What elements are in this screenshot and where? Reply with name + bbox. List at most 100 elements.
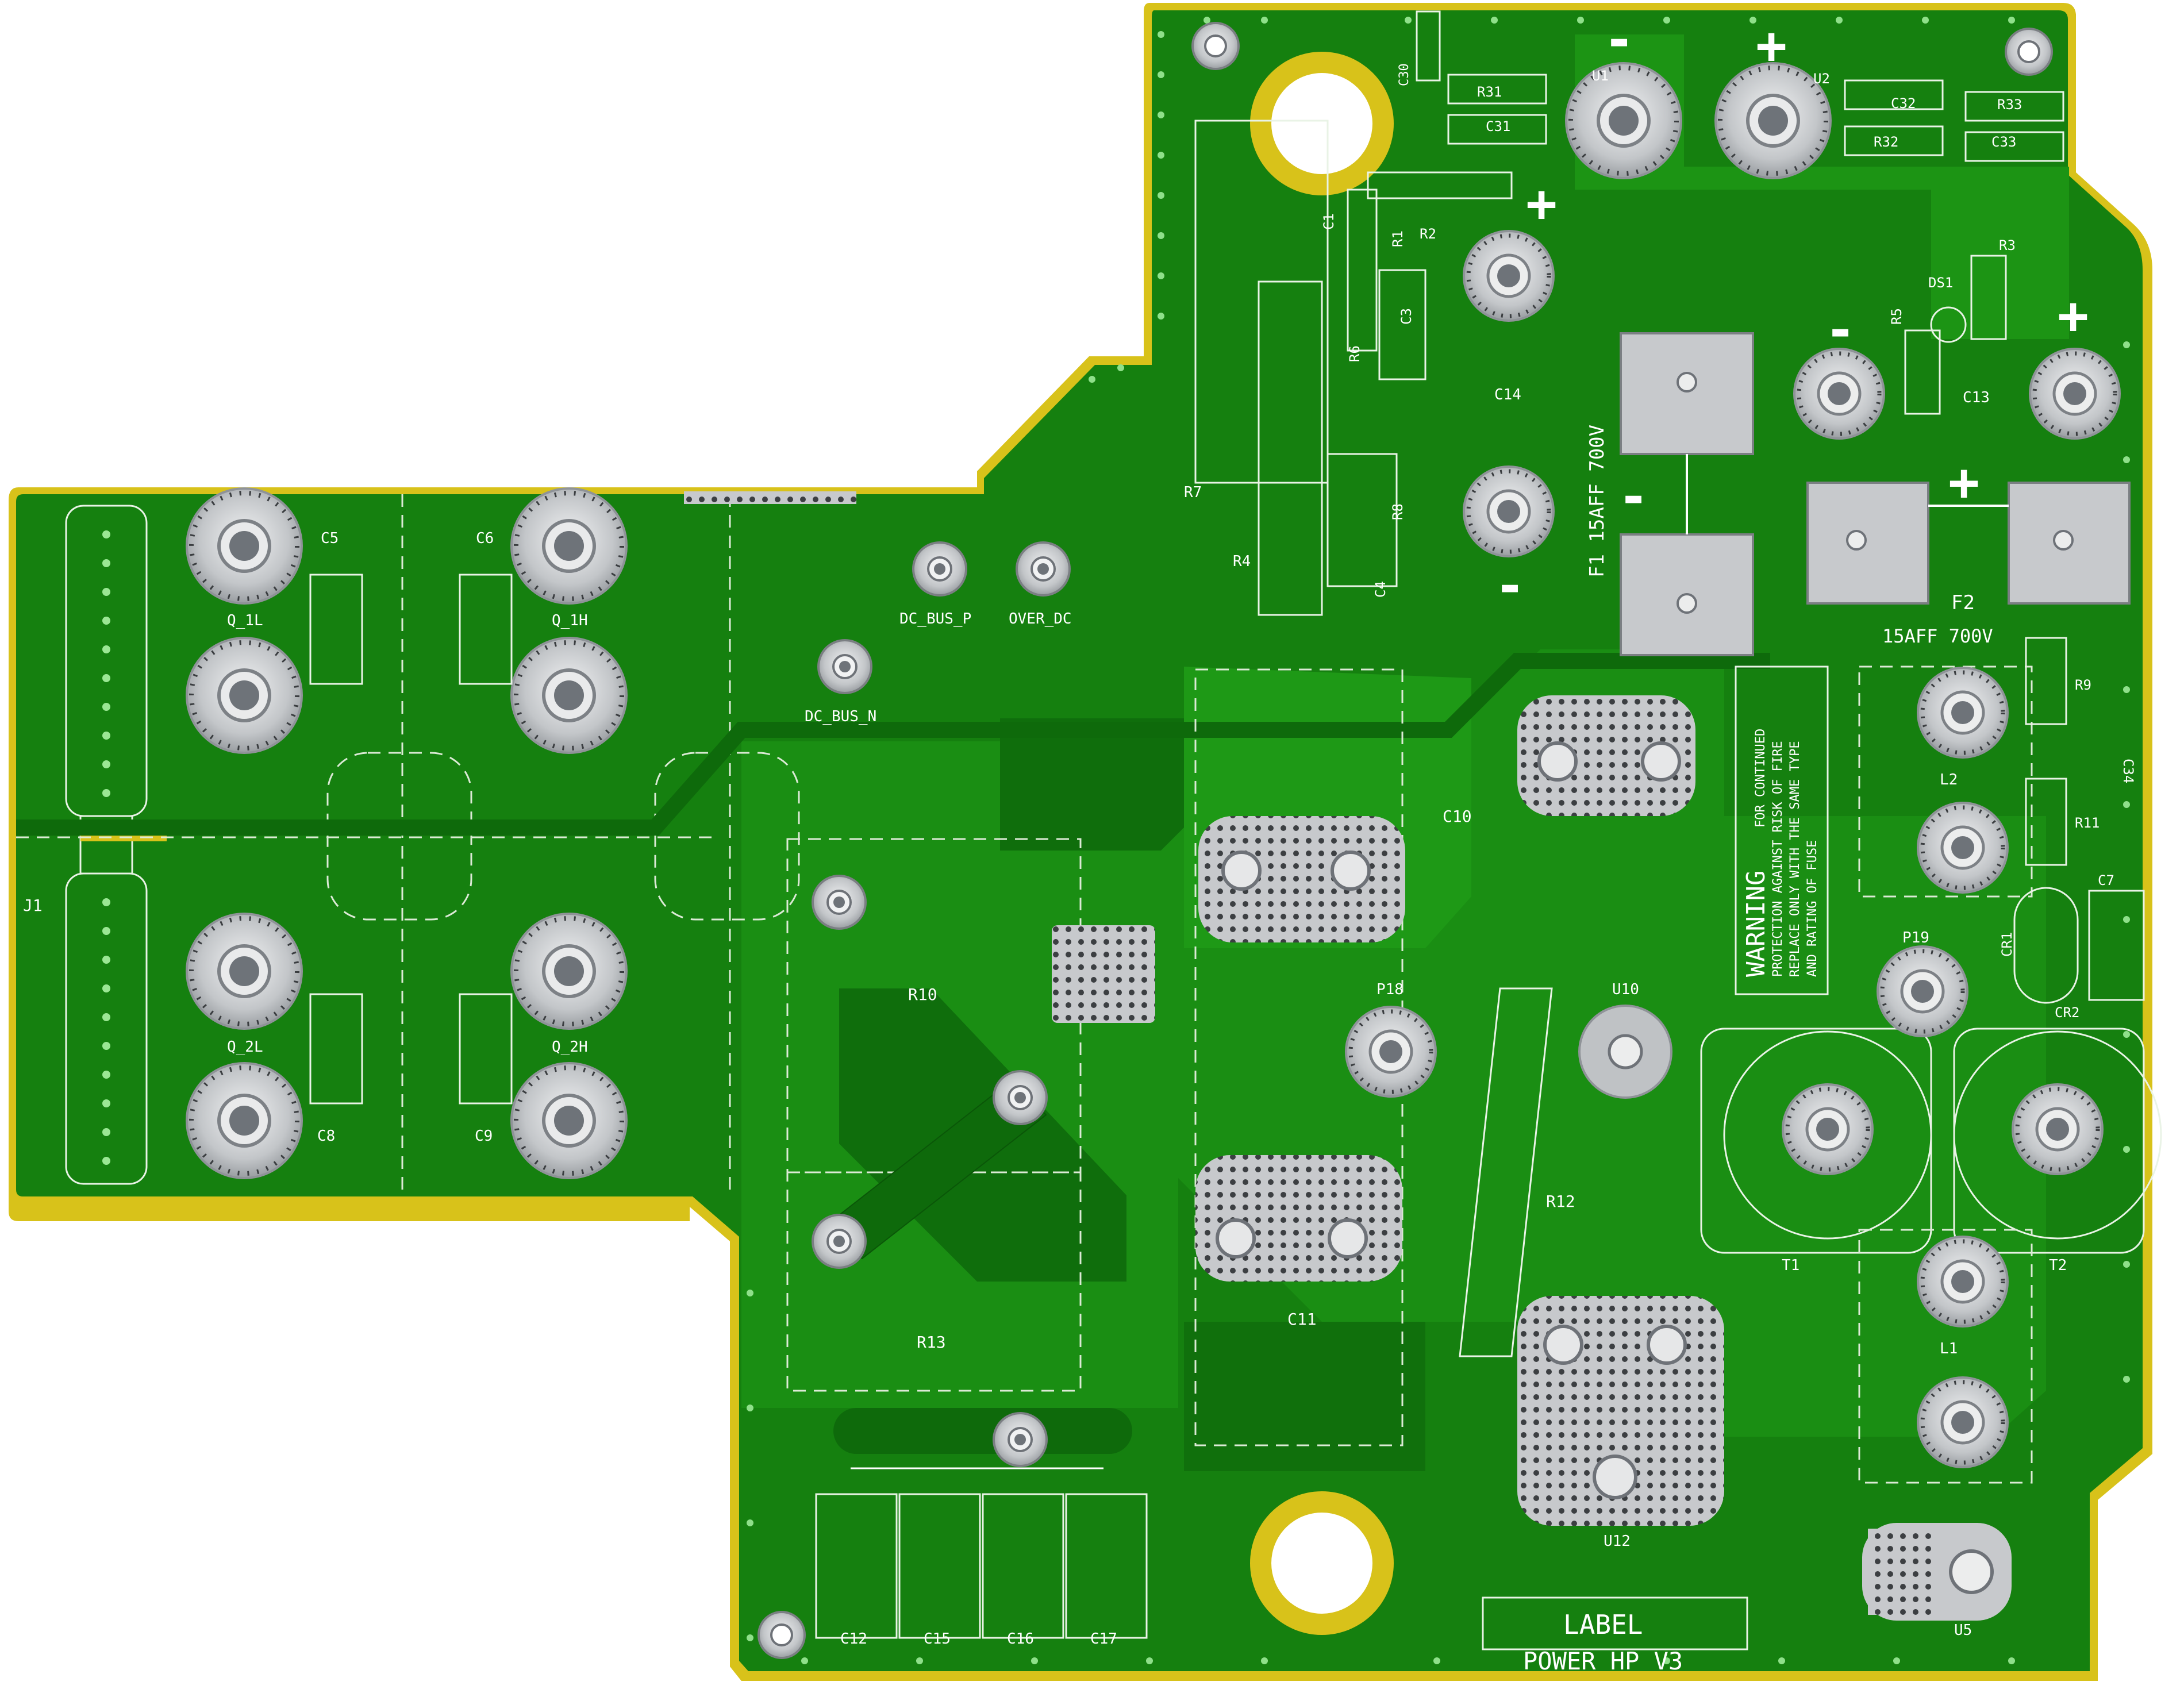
capacitor-c10: C10 [1194, 668, 1695, 1446]
label-c32: C32 [1891, 95, 1916, 111]
transformer-t1: T1 [1700, 1028, 1932, 1274]
transistor-q2h: Q_2H C9 [459, 914, 626, 1178]
warning-block: WARNING FOR CONTINUED PROTECTION AGAINST… [1735, 665, 1829, 995]
label-f2: F2 [1951, 591, 1975, 614]
label-c33: C33 [1991, 134, 2016, 150]
regulator-u12: U12 [1517, 1296, 1724, 1550]
label-r5: R5 [1889, 308, 1905, 325]
label-c14: C14 [1494, 386, 1521, 403]
polarity-plus: + [1948, 452, 1979, 513]
copper-pour [1575, 34, 2069, 339]
label-p18: P18 [1376, 981, 1404, 998]
label-r2: R2 [1420, 226, 1436, 242]
label-u2: U2 [1813, 71, 1830, 87]
label-over-dc: OVER_DC [1009, 610, 1072, 628]
label-r10: R10 [908, 985, 937, 1004]
test-point-dc-bus-p: DC_BUS_P [899, 541, 971, 628]
hv-terminals: U1 U2 - + + - - - + + C14 C13 [1464, 10, 2120, 616]
label-r9: R9 [2075, 677, 2091, 693]
warning-line: PROTECTION AGAINST RISK OF FIRE [1771, 741, 1785, 977]
warning-line: AND RATING OF FUSE [1805, 840, 1820, 977]
label-c11: C11 [1287, 1310, 1317, 1329]
label-r31: R31 [1477, 84, 1502, 100]
label-r7: R7 [1184, 484, 1202, 501]
polarity-plus: + [2058, 286, 2089, 346]
label-p19: P19 [1902, 929, 1929, 946]
inductor-l2: L2 [1858, 665, 2033, 898]
warning-title: WARNING [1741, 871, 1771, 977]
keepout-outline [326, 752, 472, 921]
label-q1h: Q_1H [552, 612, 588, 629]
label-j1: J1 [23, 896, 43, 915]
label-u5: U5 [1954, 1622, 1972, 1639]
polarity-minus: - [1494, 556, 1525, 616]
transistor-q2l: Q_2L C8 [187, 914, 363, 1178]
label-c16: C16 [1007, 1630, 1034, 1648]
resistor-r9: R9 [2025, 637, 2091, 725]
label-q1l: Q_1L [227, 612, 263, 629]
label-c4: C4 [1372, 581, 1389, 598]
label-c15: C15 [924, 1630, 951, 1648]
label-q2l: Q_2L [227, 1038, 263, 1056]
label-c12: C12 [840, 1630, 867, 1648]
label-c13: C13 [1963, 389, 1990, 406]
board-title-block: LABEL POWER HP V3 [1482, 1596, 1748, 1675]
mounting-hole [1250, 1491, 1394, 1635]
label-r4: R4 [1233, 553, 1251, 570]
label-r3: R3 [1999, 237, 2016, 253]
label-c17: C17 [1090, 1630, 1117, 1648]
test-point-over-dc: OVER_DC [1009, 541, 1072, 628]
label-c5: C5 [321, 530, 339, 547]
label-c30: C30 [1397, 63, 1412, 86]
label-f2-rating: 15AFF 700V [1882, 625, 1993, 647]
label-u10: U10 [1612, 981, 1639, 998]
warning-line: REPLACE ONLY WITH THE SAME TYPE [1788, 741, 1802, 977]
resistor-r12: R12 [1459, 987, 1575, 1357]
label-c9: C9 [475, 1128, 493, 1145]
label-r8: R8 [1390, 503, 1406, 520]
regulator-u10: U10 [1578, 981, 1672, 1099]
resistor-r10: R10 [786, 838, 1155, 1173]
label-c6: C6 [476, 530, 494, 547]
polarity-plus: + [1756, 16, 1787, 76]
smd-components-top: R31 C31 C32 R33 R32 C33 C30 [1397, 10, 2064, 162]
fuse-f1: F1 15AFF 700V [1586, 332, 1754, 656]
indicator-components: R3 R5 DS1 [1889, 237, 2016, 415]
label-cr1: CR1 [1999, 932, 2015, 957]
capacitor-bank-bottom: C12 C15 C16 C17 [815, 1408, 1148, 1648]
label-c31: C31 [1486, 118, 1510, 134]
label-c7: C7 [2098, 872, 2114, 888]
transistor-q1l: C5 Q_1L [187, 488, 363, 753]
label-r32: R32 [1874, 134, 1898, 150]
inductor-l1: L1 [1858, 1229, 2033, 1484]
mounting-pad [2005, 28, 2053, 76]
label-c3: C3 [1398, 308, 1414, 325]
label-r13: R13 [917, 1333, 946, 1352]
label-r1: R1 [1390, 230, 1406, 247]
connector-p18: P18 [1346, 981, 1436, 1096]
label-dc-bus-n: DC_BUS_N [805, 708, 876, 725]
copper-pour [1184, 1322, 1425, 1471]
label-c34: C34 [2120, 759, 2136, 783]
resistor-r13: R13 [786, 1070, 1082, 1392]
label-u1: U1 [1592, 68, 1609, 84]
mounting-pad [1191, 22, 1240, 70]
fuse-f2: F2 15AFF 700V [1806, 482, 2131, 647]
label-box: LABEL [1563, 1609, 1643, 1640]
control-components: R7 R4 R6 R8 C1 C3 C4 R1 R2 [1184, 120, 1513, 616]
board-title: POWER HP V3 [1523, 1647, 1683, 1675]
label-dc-bus-p: DC_BUS_P [899, 610, 971, 628]
warning-line: FOR CONTINUED [1754, 729, 1768, 828]
capacitor-c11: C11 [1195, 1155, 1402, 1329]
copper-pour [1000, 718, 1184, 851]
bus-trace [16, 653, 1770, 836]
label-t2: T2 [2049, 1257, 2067, 1274]
edge-via-row [747, 17, 2130, 1664]
transformer-t2: T2 [1953, 1028, 2162, 1274]
label-cr2: CR2 [2055, 1005, 2079, 1021]
label-l2: L2 [1940, 771, 1958, 788]
transistor-q1h: C6 Q_1H [459, 488, 626, 753]
label-ds1: DS1 [1928, 275, 1953, 291]
label-r12: R12 [1546, 1192, 1575, 1211]
